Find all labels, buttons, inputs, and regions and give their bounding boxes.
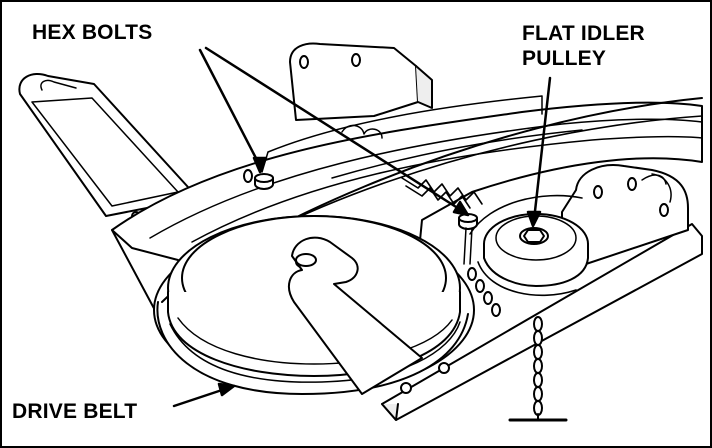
drive-belt-label: DRIVE BELT [12,400,138,423]
deck-chain [467,267,501,317]
flat-idler-pulley [483,213,589,287]
hex-bolts-label: HEX BOLTS [32,21,153,44]
flat-idler-leader [526,76,552,228]
hex-bolt-right [458,213,478,265]
flat-idler-pulley-label: FLAT IDLER PULLEY [522,21,645,71]
hex-bolt-left [254,173,274,190]
flat-idler-label-line2: PULLEY [522,47,607,70]
idler-arm [287,236,423,395]
hanging-chain [508,316,568,422]
hex-bolts-leaders [198,46,470,217]
flat-idler-label-line1: FLAT IDLER [522,22,645,45]
drive-belt-leader [172,382,236,408]
top-center-bracket [289,42,433,121]
belt-idler-segment [469,194,583,235]
